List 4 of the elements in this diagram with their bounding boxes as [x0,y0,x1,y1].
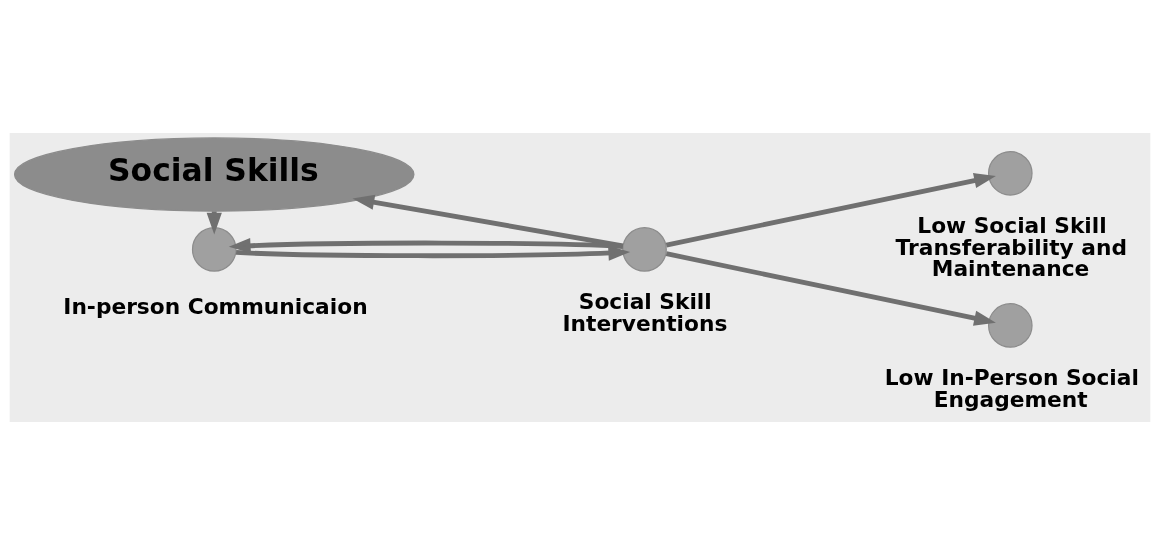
node-label: In-person Communicaion [63,293,368,319]
node-label: Low In-Person Social Engagement [884,365,1139,412]
node-label: Social Skill Interventions [562,289,728,336]
node-label: Low Social Skill Transferability and Maintenance [895,212,1128,282]
